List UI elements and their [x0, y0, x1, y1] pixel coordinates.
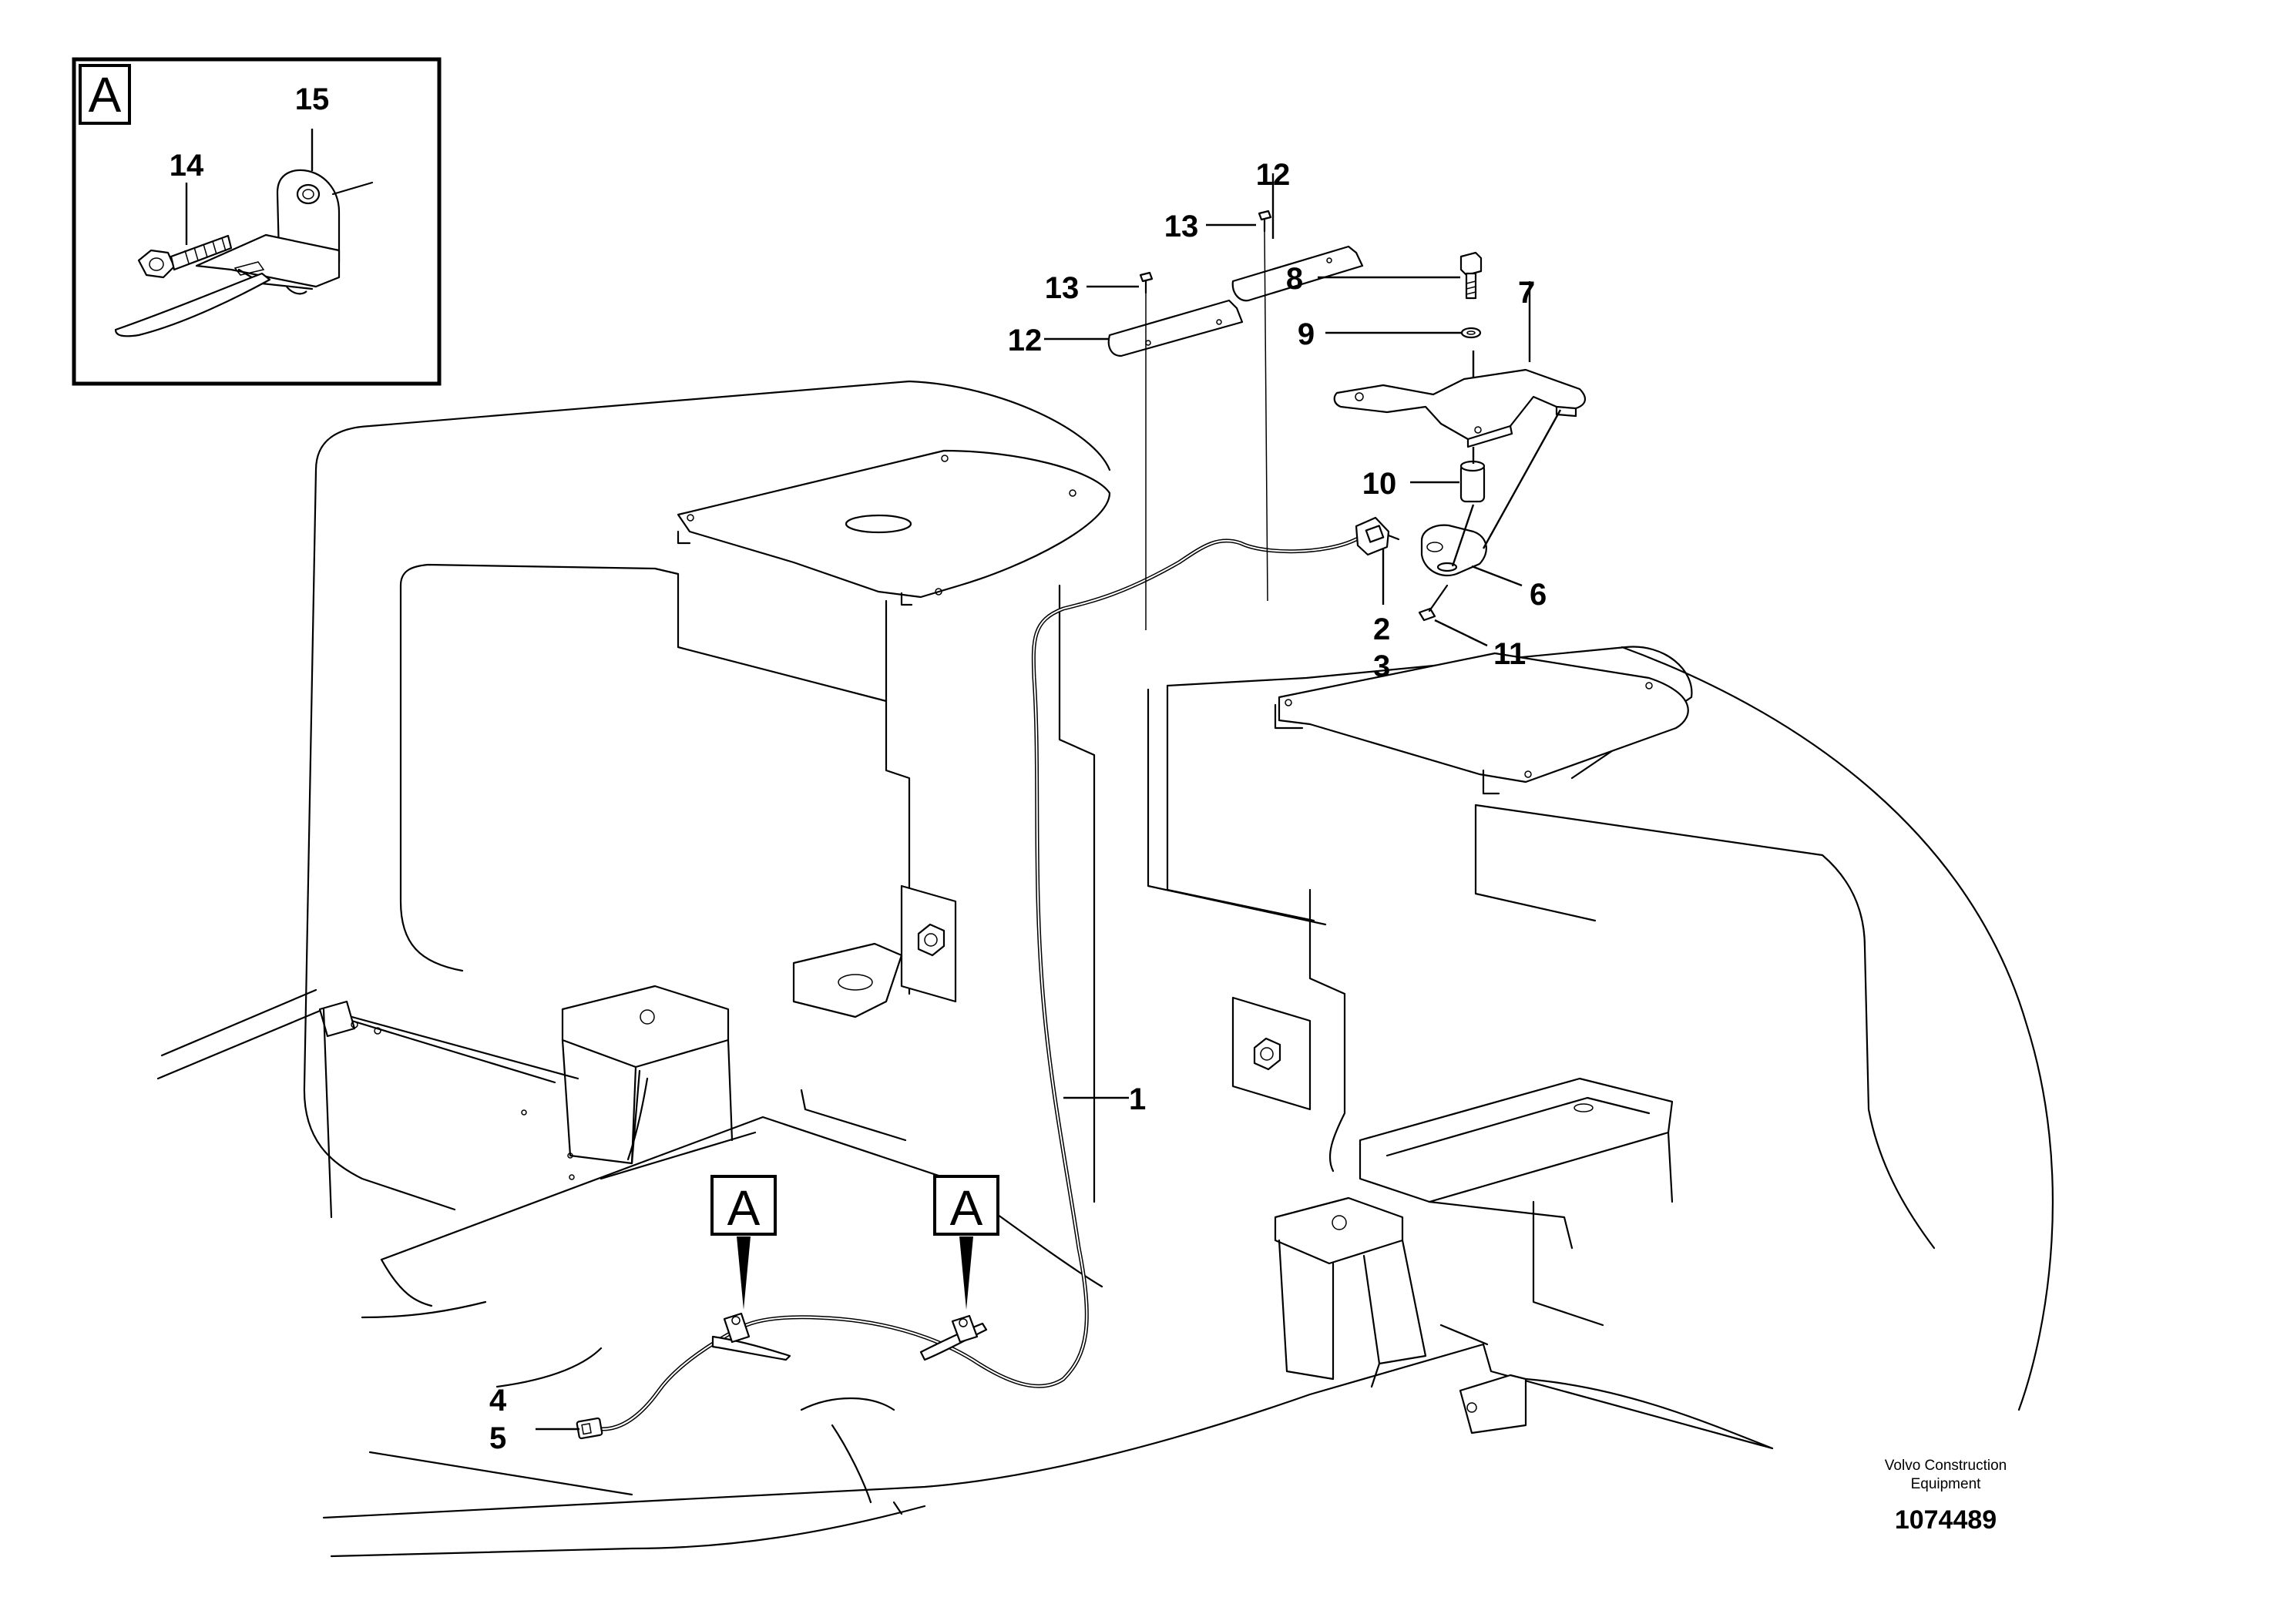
clip-15 [195, 169, 374, 295]
callout-13-upper: 13 [1164, 210, 1199, 243]
drawing-caption: Volvo Construction Equipment 1074489 [1885, 1458, 2007, 1535]
detail-label-box [79, 64, 131, 125]
detail-label: A [89, 67, 122, 122]
cable-tie-right [919, 1314, 988, 1361]
callout-7: 7 [1518, 276, 1535, 310]
washer-9 [1460, 327, 1482, 339]
callout-15: 15 [295, 82, 330, 116]
caption-company-line2: Equipment [1911, 1476, 1982, 1492]
svg-text:A: A [950, 1180, 983, 1236]
wiring-harness [583, 537, 1359, 1431]
plug-connector [576, 1417, 603, 1440]
callout-1: 1 [1129, 1082, 1146, 1116]
drawing-number: 1074489 [1895, 1505, 1997, 1535]
screw-13-lower [1139, 271, 1154, 294]
guide-plate-12-lower [1107, 299, 1244, 357]
callout-3: 3 [1373, 649, 1390, 683]
callout-9: 9 [1298, 317, 1315, 351]
arrow-icon [737, 1236, 751, 1310]
callout-6: 6 [1530, 578, 1547, 612]
cable-tie-left [711, 1312, 791, 1361]
cable-tie-strap [114, 272, 271, 337]
leader-lines [536, 173, 1531, 1431]
callout-12-upper: 12 [1256, 158, 1291, 192]
assembly-line-6 [1451, 504, 1475, 567]
machine-frame-outline [156, 380, 2054, 1558]
arrow-icon [959, 1236, 973, 1310]
assembly-line-13-upper [1264, 230, 1268, 602]
callout-14: 14 [170, 149, 204, 183]
callout-11: 11 [1493, 637, 1526, 671]
callout-5: 5 [489, 1421, 506, 1455]
svg-text:A: A [727, 1180, 761, 1236]
callout-13-lower: 13 [1045, 271, 1080, 305]
callout-4: 4 [489, 1384, 507, 1418]
callout-12-lower: 12 [1008, 324, 1043, 357]
bracket-7 [1333, 368, 1586, 448]
bolt-8 [1459, 251, 1483, 300]
callout-10: 10 [1362, 467, 1397, 501]
assembly-line-7 [1482, 409, 1562, 549]
view-marker-a-right: A [933, 1175, 999, 1310]
spacer-10 [1459, 460, 1486, 503]
view-marker-a-left: A [710, 1175, 777, 1310]
screw-13-upper [1258, 210, 1272, 233]
detail-view-a: A 14 15 [72, 57, 442, 386]
screw-11 [1418, 584, 1449, 622]
callout-8: 8 [1286, 262, 1303, 296]
sensor-connector-2-3 [1355, 516, 1400, 556]
callout-2: 2 [1373, 612, 1390, 646]
bolt-14 [137, 234, 233, 279]
sensor-6 [1420, 524, 1487, 577]
caption-company-line1: Volvo Construction [1885, 1458, 2007, 1474]
